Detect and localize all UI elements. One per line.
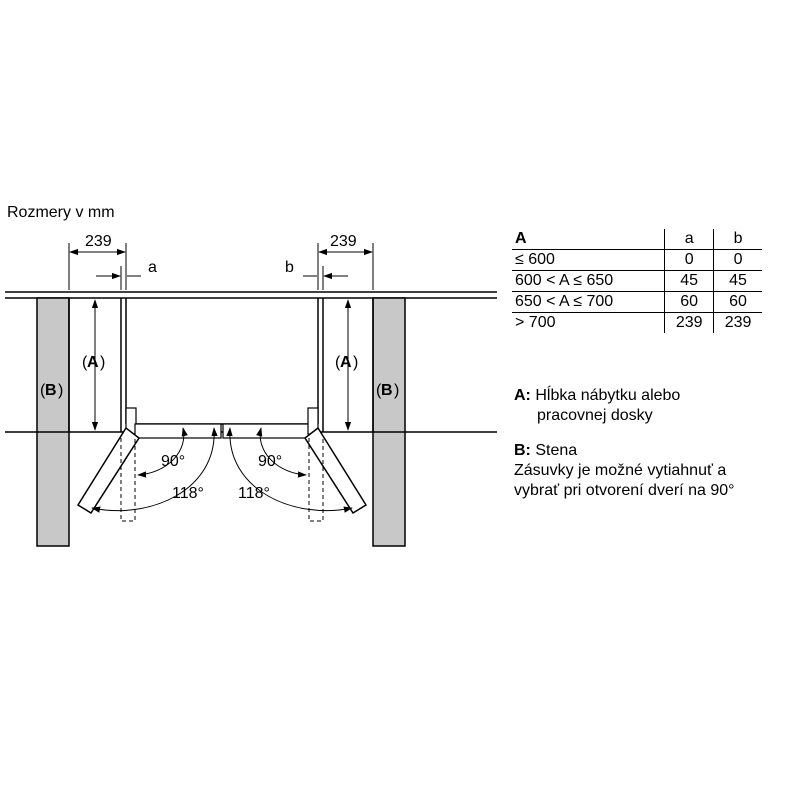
table-cell-range: > 700 <box>512 312 666 333</box>
table-header-row: A a b <box>512 229 762 250</box>
table-cell-a: 60 <box>664 291 715 313</box>
legend-B-key: B: <box>514 442 531 459</box>
legend-B: B: Stena Zásuvky je možné vytiahnuť a vy… <box>514 441 735 501</box>
label-A-right-letter: A <box>340 354 352 371</box>
table-row: 650 < A ≤ 700 60 60 <box>512 291 762 313</box>
svg-text:(: ( <box>335 354 341 371</box>
table-header-b: b <box>713 229 762 250</box>
legend-A-text2: pracovnej dosky <box>537 407 653 424</box>
gap-b-label: b <box>285 259 294 276</box>
legend-B-text3: vybrať pri otvorení dverí na 90° <box>514 482 735 499</box>
legend-A-text1: Hĺbka nábytku alebo <box>535 387 681 404</box>
table-cell-b: 0 <box>713 249 762 271</box>
gap-a-label: a <box>148 259 157 276</box>
door-90-guides <box>120 438 324 522</box>
svg-text:): ) <box>394 382 399 399</box>
angle-118-left-label: 118° <box>172 485 204 502</box>
label-A-left-letter: A <box>87 354 99 371</box>
svg-text:): ) <box>100 354 105 371</box>
table-header-a: a <box>664 229 715 250</box>
dim-239-lines <box>68 243 374 290</box>
label-B-left-letter: B <box>45 382 57 399</box>
table-row: 600 < A ≤ 650 45 45 <box>512 270 762 292</box>
angle-118-right-label: 118° <box>238 485 270 502</box>
label-A-left: ( A ) <box>82 354 105 371</box>
label-B-right-letter: B <box>381 382 393 399</box>
svg-text:(: ( <box>82 354 88 371</box>
svg-text:(: ( <box>376 382 382 399</box>
legend-A-key: A: <box>514 387 531 404</box>
table-cell-range: 650 < A ≤ 700 <box>512 291 666 313</box>
door-left-open <box>76 426 141 515</box>
angle-90-right-label: 90° <box>258 453 282 470</box>
legend-B-line1: B: Stena <box>514 441 735 461</box>
table-cell-b: 239 <box>724 314 752 331</box>
side-cabinets <box>68 298 374 432</box>
fridge-body <box>125 298 319 424</box>
arc-118 <box>91 427 353 513</box>
table-cell-b: 45 <box>713 270 762 292</box>
legend-B-text1: Stena <box>535 442 578 459</box>
table-row: ≤ 600 0 0 <box>512 249 762 271</box>
table-header-A: A <box>512 229 666 250</box>
table-cell-b: 60 <box>713 291 762 313</box>
label-B-right: ( B ) <box>376 382 399 399</box>
legend-A-line1: A: Hĺbka nábytku alebo <box>514 386 680 406</box>
countertop <box>5 291 497 299</box>
angle-90-left-label: 90° <box>161 453 185 470</box>
svg-text:(: ( <box>40 382 46 399</box>
dimensions-table: A a b ≤ 600 0 0 600 < A ≤ 650 45 45 650 … <box>512 229 762 333</box>
table-cell-a: 239 <box>664 312 715 333</box>
dim-239-right-label: 239 <box>330 233 357 250</box>
svg-text:): ) <box>58 382 63 399</box>
door-right-open <box>303 426 368 515</box>
table-cell-a: 45 <box>664 270 715 292</box>
label-B-left: ( B ) <box>40 382 63 399</box>
wall-left <box>36 297 70 547</box>
dim-A-lines <box>91 299 352 431</box>
svg-text:): ) <box>353 354 358 371</box>
legend-A: A: Hĺbka nábytku alebo pracovnej dosky <box>514 386 680 426</box>
dim-239-left-label: 239 <box>85 233 112 250</box>
units-caption: Rozmery v mm <box>7 204 115 221</box>
label-A-right: ( A ) <box>335 354 358 371</box>
table-cell-a: 0 <box>664 249 715 271</box>
wall-right <box>372 297 406 547</box>
legend-B-text2: Zásuvky je možné vytiahnuť a <box>514 462 727 479</box>
table-row: > 700 239 239 <box>512 312 762 333</box>
doors-closed <box>125 407 319 439</box>
dim-gap-lines <box>96 266 348 290</box>
table-cell-range: ≤ 600 <box>512 249 666 271</box>
table-cell-range: 600 < A ≤ 650 <box>512 270 666 292</box>
